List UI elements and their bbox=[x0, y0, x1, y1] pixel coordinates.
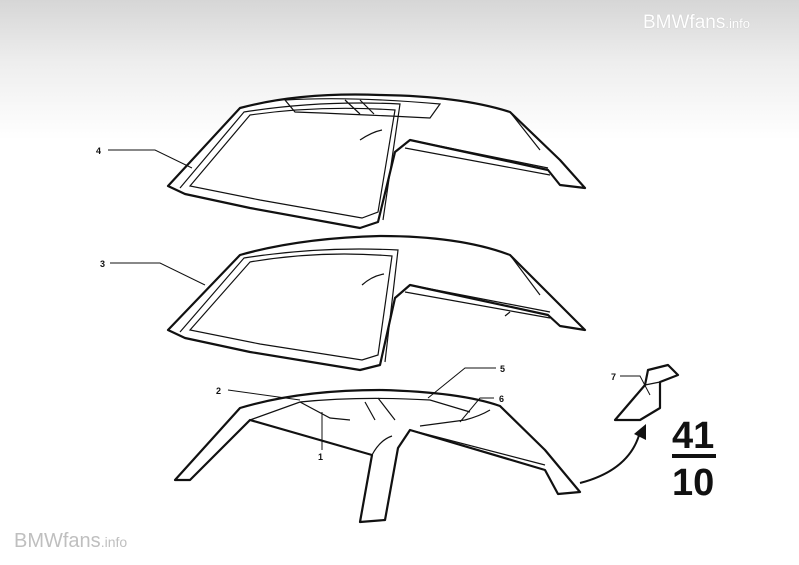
callout-1: 1 bbox=[318, 452, 323, 462]
callout-4: 4 bbox=[96, 146, 101, 156]
callout-3: 3 bbox=[100, 259, 105, 269]
watermark-bottom-brand: BMWfans bbox=[14, 530, 101, 552]
callout-2: 2 bbox=[216, 386, 221, 396]
leader-6 bbox=[459, 397, 494, 423]
leader-5 bbox=[427, 367, 496, 399]
group-number-main: 41 bbox=[672, 415, 714, 457]
leader-3 bbox=[110, 262, 206, 286]
watermark-top: BMWfans.info bbox=[643, 12, 750, 34]
roof-assembly-4 bbox=[166, 93, 587, 230]
watermark-bottom: BMWfans.info bbox=[14, 530, 127, 553]
leader-2 bbox=[227, 389, 301, 401]
detail-arrow-head bbox=[634, 424, 646, 440]
leader-7 bbox=[620, 375, 651, 396]
leader-4 bbox=[108, 149, 193, 169]
watermark-top-brand: BMWfans bbox=[643, 12, 726, 33]
group-number-sub: 10 bbox=[672, 462, 714, 504]
callout-7: 7 bbox=[611, 372, 616, 382]
callout-6: 6 bbox=[499, 394, 504, 404]
part-7-bracket bbox=[613, 363, 680, 422]
watermark-bottom-suffix: .info bbox=[100, 534, 128, 550]
watermark-top-suffix: .info bbox=[725, 16, 750, 31]
roof-frame-1 bbox=[173, 388, 582, 524]
group-number-divider bbox=[672, 454, 716, 458]
detail-arrow bbox=[579, 431, 641, 484]
callout-5: 5 bbox=[500, 364, 505, 374]
roof-assembly-3 bbox=[166, 234, 587, 372]
